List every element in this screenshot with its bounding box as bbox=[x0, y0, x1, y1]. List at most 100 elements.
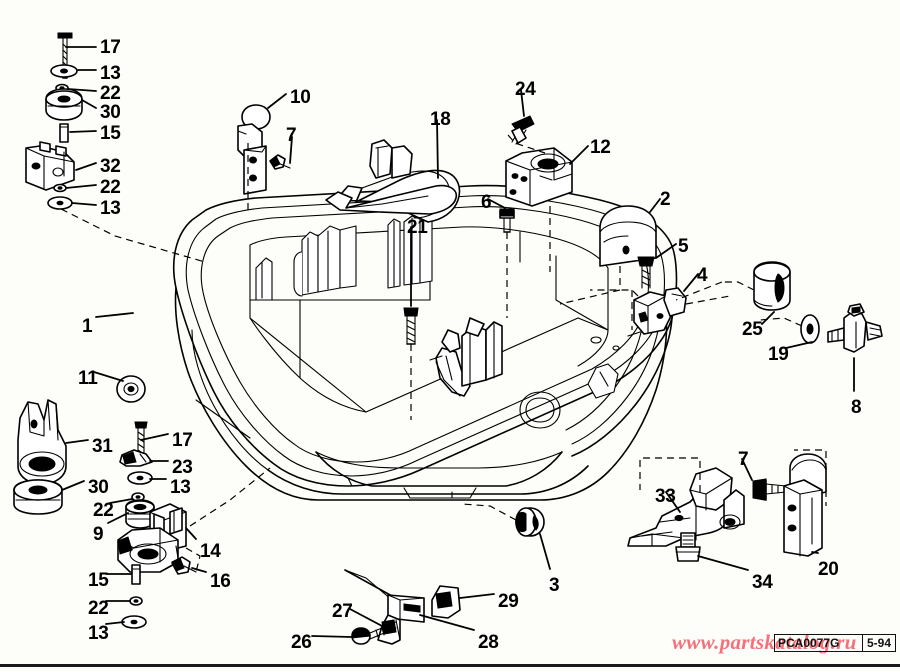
callout-26: 26 bbox=[291, 632, 312, 653]
part-20-latch-bracket bbox=[783, 453, 827, 557]
callout-10: 10 bbox=[290, 87, 311, 108]
callout-28: 28 bbox=[478, 632, 499, 653]
part-15-pin-lower bbox=[131, 564, 141, 585]
assembly-dash-part25b bbox=[675, 281, 723, 301]
part-9-bushing bbox=[125, 499, 155, 529]
part-15-pin-top bbox=[59, 123, 69, 143]
callout-16: 16 bbox=[210, 571, 231, 592]
callout-29: 29 bbox=[498, 591, 519, 612]
callout-5: 5 bbox=[678, 236, 689, 257]
part-18-seal-retainer bbox=[325, 139, 461, 223]
callout-13-bottom: 13 bbox=[88, 623, 109, 644]
assembly-dash-upper-left bbox=[60, 208, 206, 263]
callout-30-lower: 30 bbox=[88, 477, 109, 498]
part-28-retainer-rod bbox=[344, 569, 425, 623]
callout-7-upper: 7 bbox=[286, 125, 297, 146]
callout-17-lower: 17 bbox=[172, 430, 193, 451]
callout-20: 20 bbox=[818, 559, 839, 580]
part-12-bracket bbox=[505, 147, 573, 207]
part-13-washer-lower-left bbox=[47, 196, 73, 210]
callout-4: 4 bbox=[697, 265, 708, 286]
callout-15-top: 15 bbox=[100, 123, 121, 144]
callout-9: 9 bbox=[93, 524, 104, 545]
callout-17-top: 17 bbox=[100, 37, 121, 58]
part-21-screw bbox=[403, 307, 419, 345]
part-31-latch-lever bbox=[17, 399, 67, 485]
part-7-screw-upper bbox=[269, 154, 291, 170]
callout-19: 19 bbox=[768, 344, 789, 365]
assembly-dash-part33 bbox=[639, 457, 701, 492]
callout-3: 3 bbox=[549, 575, 560, 596]
bottom-rule bbox=[0, 664, 900, 667]
part-34-screw bbox=[675, 532, 701, 562]
part-29-clip bbox=[431, 585, 461, 619]
part-22-nut-bottom bbox=[129, 596, 143, 606]
callout-27: 27 bbox=[332, 601, 353, 622]
callout-15-lower: 15 bbox=[88, 570, 109, 591]
part-25-bushing bbox=[753, 261, 791, 311]
callout-7-lower: 7 bbox=[738, 449, 749, 470]
callout-1: 1 bbox=[82, 316, 93, 337]
assembly-dash-part4a bbox=[590, 289, 639, 297]
assembly-dash-part20a bbox=[794, 449, 827, 470]
assembly-dash-part2 bbox=[559, 266, 621, 305]
callout-23: 23 bbox=[172, 457, 193, 478]
part-26-screw bbox=[351, 621, 397, 645]
part-7-screw-lower bbox=[752, 478, 787, 501]
callout-14: 14 bbox=[200, 541, 221, 562]
callout-2: 2 bbox=[660, 189, 671, 210]
callout-18: 18 bbox=[430, 109, 451, 130]
part-13-washer-bottom bbox=[121, 615, 147, 629]
assembly-dash-part25 bbox=[722, 281, 755, 291]
assembly-dash-part14 bbox=[189, 467, 271, 527]
part-16-screw bbox=[171, 556, 197, 575]
part-30-grommet-top bbox=[45, 88, 83, 121]
leader-lines bbox=[61, 46, 855, 638]
assembly-dash-part4b bbox=[685, 295, 731, 305]
callout-13-top: 13 bbox=[100, 63, 121, 84]
callout-33: 33 bbox=[655, 486, 676, 507]
part-3-grommet bbox=[515, 507, 545, 537]
callout-22-bottom: 22 bbox=[88, 598, 109, 619]
callout-13-upper-left: 13 bbox=[100, 198, 121, 219]
part-22-nut-lower-left bbox=[53, 183, 67, 193]
part-23-clip bbox=[119, 449, 153, 467]
part-13-washer-mid bbox=[127, 471, 153, 485]
callout-11: 11 bbox=[78, 368, 98, 389]
catalog-revision: 5-94 bbox=[861, 635, 895, 651]
callout-24: 24 bbox=[515, 79, 536, 100]
assembly-dash-part19 bbox=[759, 317, 803, 327]
part-14-latch-assembly bbox=[117, 503, 187, 573]
part-13-washer-top bbox=[50, 64, 78, 78]
part-11-grommet bbox=[116, 375, 146, 403]
callout-8: 8 bbox=[851, 397, 862, 418]
callout-22-mid: 22 bbox=[93, 500, 114, 521]
part-10-latch-hook bbox=[237, 104, 271, 195]
assembly-dash-part3 bbox=[461, 503, 517, 521]
assembly-dash-part16 bbox=[185, 547, 201, 573]
callout-6: 6 bbox=[481, 192, 492, 213]
callout-22-upper-left: 22 bbox=[100, 177, 121, 198]
part-30-grommet-lower bbox=[13, 479, 63, 515]
callout-31: 31 bbox=[92, 436, 113, 457]
callout-21: 21 bbox=[407, 217, 428, 238]
callout-34: 34 bbox=[752, 572, 773, 593]
part-5-screw bbox=[637, 256, 655, 289]
callout-12: 12 bbox=[590, 137, 611, 158]
part-2-pad bbox=[599, 205, 657, 267]
callout-13-mid: 13 bbox=[170, 477, 191, 498]
assembly-dash-part24 bbox=[507, 134, 546, 154]
callout-25: 25 bbox=[742, 319, 763, 340]
callout-22-top: 22 bbox=[100, 83, 121, 104]
part-19-washer bbox=[800, 314, 820, 344]
part-4-latch-keeper bbox=[633, 287, 687, 335]
callout-32: 32 bbox=[100, 156, 121, 177]
catalog-code-box: PCA0077G 5-94 bbox=[774, 634, 896, 652]
part-32-latch-bracket bbox=[25, 141, 75, 191]
catalog-code: PCA0077G bbox=[778, 636, 840, 650]
callout-30-top: 30 bbox=[100, 102, 121, 123]
part-24-screw bbox=[511, 115, 535, 145]
